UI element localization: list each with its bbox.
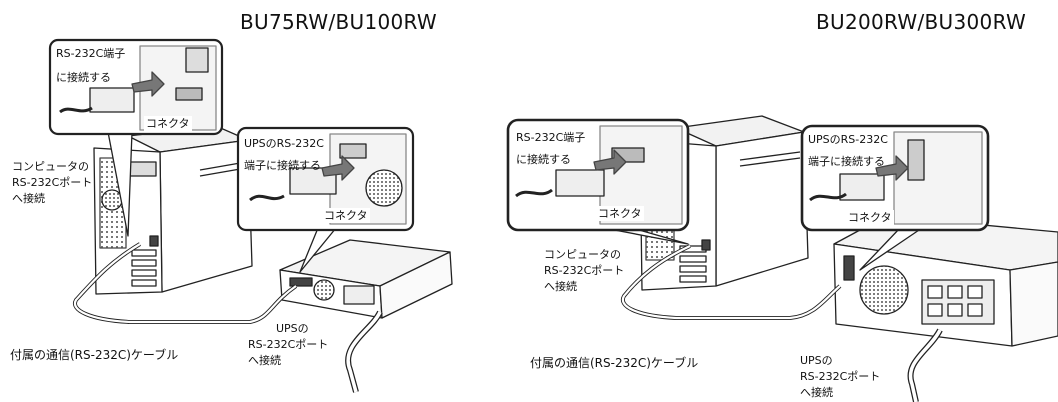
left-panel-artwork	[48, 38, 453, 393]
right-ups-callout	[800, 124, 990, 271]
left-ups-unit	[279, 239, 453, 319]
left-pc-port-label-2: RS-232Cポート	[12, 176, 93, 189]
right-pc-callout	[506, 118, 690, 245]
left-computer-tower	[93, 125, 253, 295]
left-ups-callout-line1: UPSのRS-232C	[244, 137, 324, 150]
left-pc-callout-line1: RS-232C端子	[56, 47, 126, 60]
right-ups-callout-line1: UPSのRS-232C	[808, 133, 888, 146]
right-model-title: BU200RW/BU300RW	[816, 10, 1027, 34]
left-model-title: BU75RW/BU100RW	[240, 10, 438, 34]
left-pc-connector-label: コネクタ	[144, 116, 192, 131]
right-ups-port-label-1: UPSの	[800, 354, 833, 367]
left-ups-port-label-2: RS-232Cポート	[248, 338, 329, 351]
right-pc-callout-line2: に接続する	[516, 153, 571, 166]
left-ups-callout	[236, 126, 415, 273]
left-ups-connector-label: コネクタ	[322, 208, 370, 223]
right-ups-unit	[833, 215, 1058, 347]
left-pc-callout	[48, 38, 224, 237]
left-pc-port-label-3: へ接続	[12, 192, 45, 205]
right-ups-callout-line2: 端子に接続する	[808, 155, 885, 168]
left-ups-callout-line2: 端子に接続する	[244, 159, 321, 172]
right-ups-port-label-3: へ接続	[800, 386, 833, 399]
left-pc-callout-line2: に接続する	[56, 71, 111, 84]
left-ups-port-label-3: へ接続	[248, 354, 281, 367]
right-pc-callout-line1: RS-232C端子	[516, 131, 586, 144]
left-pc-port-label-1: コンピュータの	[12, 160, 89, 173]
right-ups-connector-label: コネクタ	[846, 210, 894, 225]
left-cable-label: 付属の通信(RS-232C)ケーブル	[10, 348, 179, 362]
right-panel-artwork	[506, 115, 1058, 402]
left-cable	[73, 242, 383, 393]
right-pc-port-label-3: へ接続	[544, 280, 577, 293]
right-cable	[620, 244, 943, 402]
right-pc-connector-label: コネクタ	[596, 206, 644, 221]
left-ups-port-label-1: UPSの	[276, 322, 309, 335]
right-cable-label: 付属の通信(RS-232C)ケーブル	[530, 356, 699, 370]
right-pc-port-label-1: コンピュータの	[544, 248, 621, 261]
right-ups-port-label-2: RS-232Cポート	[800, 370, 881, 383]
right-pc-port-label-2: RS-232Cポート	[544, 264, 625, 277]
